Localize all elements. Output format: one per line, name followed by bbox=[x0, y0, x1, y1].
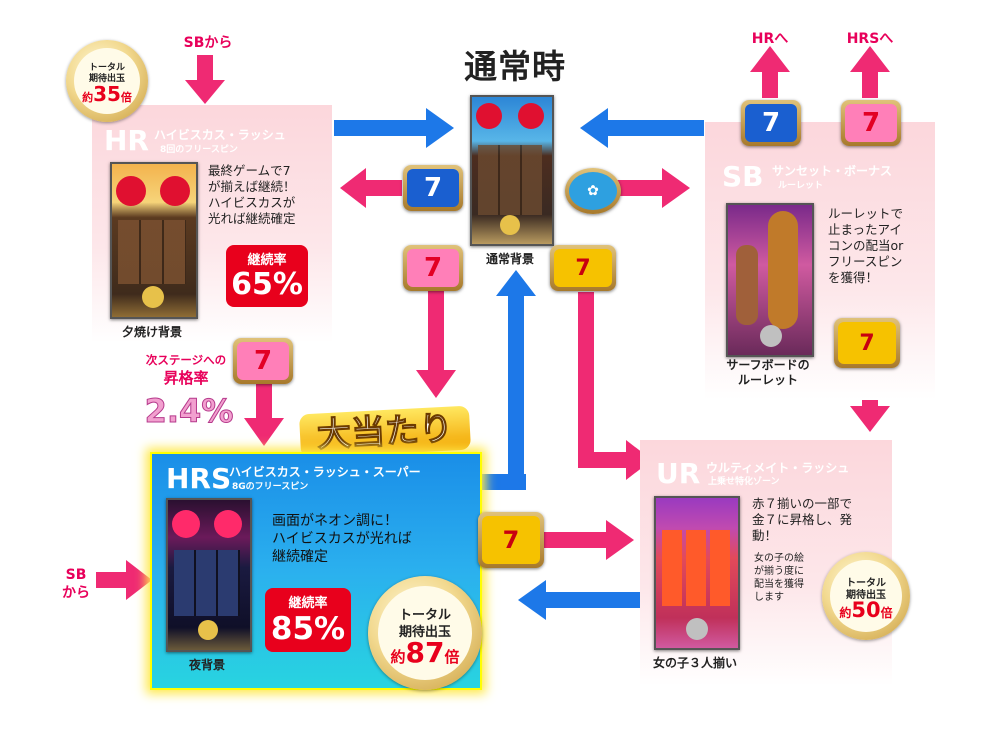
girl-symbol bbox=[686, 530, 706, 606]
ur-caption: 女の子３人揃い bbox=[652, 656, 737, 670]
hrs-code: HRS bbox=[166, 462, 232, 495]
normal-caption: 通常背景 bbox=[485, 252, 534, 266]
surfboard-roulette bbox=[768, 211, 798, 329]
hrs-reel-screenshot bbox=[166, 498, 252, 652]
page-title: 通常時 bbox=[464, 47, 566, 86]
ultimate-rush-icon: 7 bbox=[834, 318, 900, 368]
hrs-subtitle: 8Gのフリースピン bbox=[232, 482, 309, 492]
hibiscus-icon bbox=[476, 103, 502, 129]
girl-figure bbox=[736, 245, 758, 325]
arrow-hrs-to-ur bbox=[530, 532, 610, 548]
arrow-normal-to-ur bbox=[578, 292, 594, 468]
spin-button-icon bbox=[760, 325, 782, 347]
neon-hibiscus-icon bbox=[214, 510, 242, 538]
hrs-rate-badge: 継続率 85% bbox=[265, 588, 351, 652]
reel-grid bbox=[118, 220, 186, 284]
arrow-hr-to-normal bbox=[334, 120, 430, 136]
ur-note: 女の子の絵が揃う度に配当を獲得します bbox=[754, 553, 804, 603]
reel-grid bbox=[478, 145, 542, 215]
sb-to-hr-label: HRへ bbox=[751, 31, 789, 47]
normal-reel-screenshot bbox=[470, 95, 554, 246]
spin-button-icon bbox=[500, 215, 520, 235]
spin-button-icon bbox=[686, 618, 708, 640]
ur-subtitle: 上乗せ特化ゾーン bbox=[708, 477, 780, 487]
hrs-name: ハイビスカス・ラッシュ・スーパー bbox=[229, 465, 421, 479]
arrow-sb-to-normal bbox=[604, 120, 704, 136]
hibiscus-icon bbox=[116, 176, 146, 206]
promote-label-2: 昇格率 bbox=[163, 369, 209, 387]
rush-7-icon: 7 bbox=[741, 100, 801, 146]
sb-code: SB bbox=[722, 160, 764, 193]
hrs-description: 画面がネオン調に！ハイビスカスが光れば継続確定 bbox=[272, 513, 412, 565]
hr-from-sb-label: SBから bbox=[183, 35, 233, 51]
super-rush-icon: 7 bbox=[233, 338, 293, 384]
promote-label-1: 次ステージへの bbox=[145, 353, 227, 367]
sb-caption: サーフボードのルーレット bbox=[726, 358, 810, 387]
hrs-caption: 夜背景 bbox=[188, 658, 225, 672]
hibiscus-icon bbox=[160, 176, 190, 206]
arrow-normal-to-hr bbox=[362, 180, 402, 196]
surfer-girl-icon: ✿ bbox=[565, 168, 621, 214]
reel-grid bbox=[174, 550, 240, 616]
ultimate-rush-icon: 7 bbox=[478, 512, 544, 568]
hibiscus-icon bbox=[518, 103, 544, 129]
hr-expected-payout-medal: トータル 期待出玉 約35倍 bbox=[66, 40, 148, 122]
arrow-sb-to-hr bbox=[197, 55, 213, 83]
ur-reel-screenshot bbox=[654, 496, 740, 650]
hr-subtitle: 8回のフリースピン bbox=[160, 145, 238, 155]
hrs-expected-payout-medal: トータル 期待出玉 約87倍 bbox=[368, 576, 482, 690]
hr-code: HR bbox=[104, 124, 149, 157]
hr-reel-screenshot bbox=[110, 162, 198, 319]
spin-button-icon bbox=[198, 620, 218, 640]
ultimate-rush-icon: 7 bbox=[550, 245, 616, 291]
neon-hibiscus-icon bbox=[172, 510, 200, 538]
sb-to-hrs-label: HRSへ bbox=[846, 31, 894, 47]
girl-symbol bbox=[710, 530, 730, 606]
spin-button-icon bbox=[142, 286, 164, 308]
arrow-normal-to-hrs bbox=[428, 290, 444, 374]
promote-rate-value: 2.4% bbox=[144, 392, 234, 431]
arrow-sbfrom-to-hrs bbox=[96, 572, 130, 588]
super-rush-icon: 7 bbox=[841, 100, 901, 146]
rush-7-icon: 7 bbox=[403, 165, 463, 211]
sb-roulette-screenshot bbox=[726, 203, 814, 357]
ur-code: UR bbox=[656, 457, 701, 490]
ur-description: 赤７揃いの一部で金７に昇格し、発動！ bbox=[752, 496, 853, 543]
hr-rate-badge: 継続率 65% bbox=[226, 245, 308, 307]
ur-name: ウルティメイト・ラッシュ bbox=[706, 461, 850, 475]
arrow-normal-to-sb bbox=[612, 180, 666, 196]
girl-symbol bbox=[662, 530, 682, 606]
sb-subtitle: ルーレット bbox=[778, 181, 824, 191]
super-rush-icon: 7 bbox=[403, 245, 463, 291]
sb-name: サンセット・ボーナス bbox=[772, 164, 893, 178]
jackpot-label: 大当たり bbox=[298, 405, 472, 459]
arrow-sb-up-hr bbox=[762, 68, 778, 98]
arrow-hr-to-hrs bbox=[256, 372, 272, 422]
arrow-sb-up-hrs bbox=[862, 68, 878, 98]
arrow-ur-to-hrs bbox=[542, 592, 640, 608]
hr-caption: 夕焼け背景 bbox=[121, 325, 182, 339]
ur-expected-payout-medal: トータル 期待出玉 約50倍 bbox=[822, 552, 910, 640]
hr-name: ハイビスカス・ラッシュ bbox=[154, 128, 286, 142]
